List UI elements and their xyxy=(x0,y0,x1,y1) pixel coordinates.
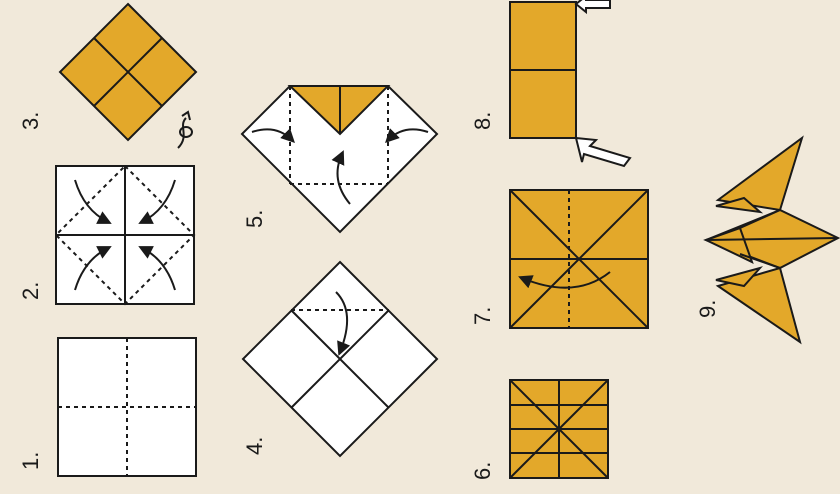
step-5-label: 5. xyxy=(242,210,267,228)
step-7-label: 7. xyxy=(470,307,495,325)
fold-arrow-icon xyxy=(335,291,351,356)
step-3-label: 3. xyxy=(18,112,43,130)
step-1-figure xyxy=(57,337,197,477)
step-8-figure xyxy=(509,0,632,168)
turn-over-icon xyxy=(177,110,193,149)
fold-arrow-icon xyxy=(138,246,176,291)
step-1-label: 1. xyxy=(18,452,43,470)
step-4-figure xyxy=(241,260,439,458)
step-2-label: 2. xyxy=(18,282,43,300)
fold-arrow-icon xyxy=(385,128,429,143)
push-arrow-icon xyxy=(574,0,611,15)
fold-arrow-icon xyxy=(331,150,351,205)
step-5-figure xyxy=(240,85,439,234)
step-3-figure xyxy=(58,2,198,149)
step-9-figure xyxy=(703,135,840,345)
step-7-figure xyxy=(509,189,649,329)
fold-arrow-icon xyxy=(74,246,112,291)
step-6-figure xyxy=(509,379,609,479)
fold-arrow-icon xyxy=(138,179,176,224)
push-arrow-icon xyxy=(574,136,632,168)
step-8-label: 8. xyxy=(470,112,495,130)
step-4-label: 4. xyxy=(242,437,267,455)
step-6-label: 6. xyxy=(470,462,495,480)
fold-arrow-icon xyxy=(251,128,295,143)
fold-arrow-icon xyxy=(74,179,112,224)
step-9-label: 9. xyxy=(695,300,720,318)
step-2-figure xyxy=(54,164,196,306)
fold-arrow-icon xyxy=(518,271,611,289)
